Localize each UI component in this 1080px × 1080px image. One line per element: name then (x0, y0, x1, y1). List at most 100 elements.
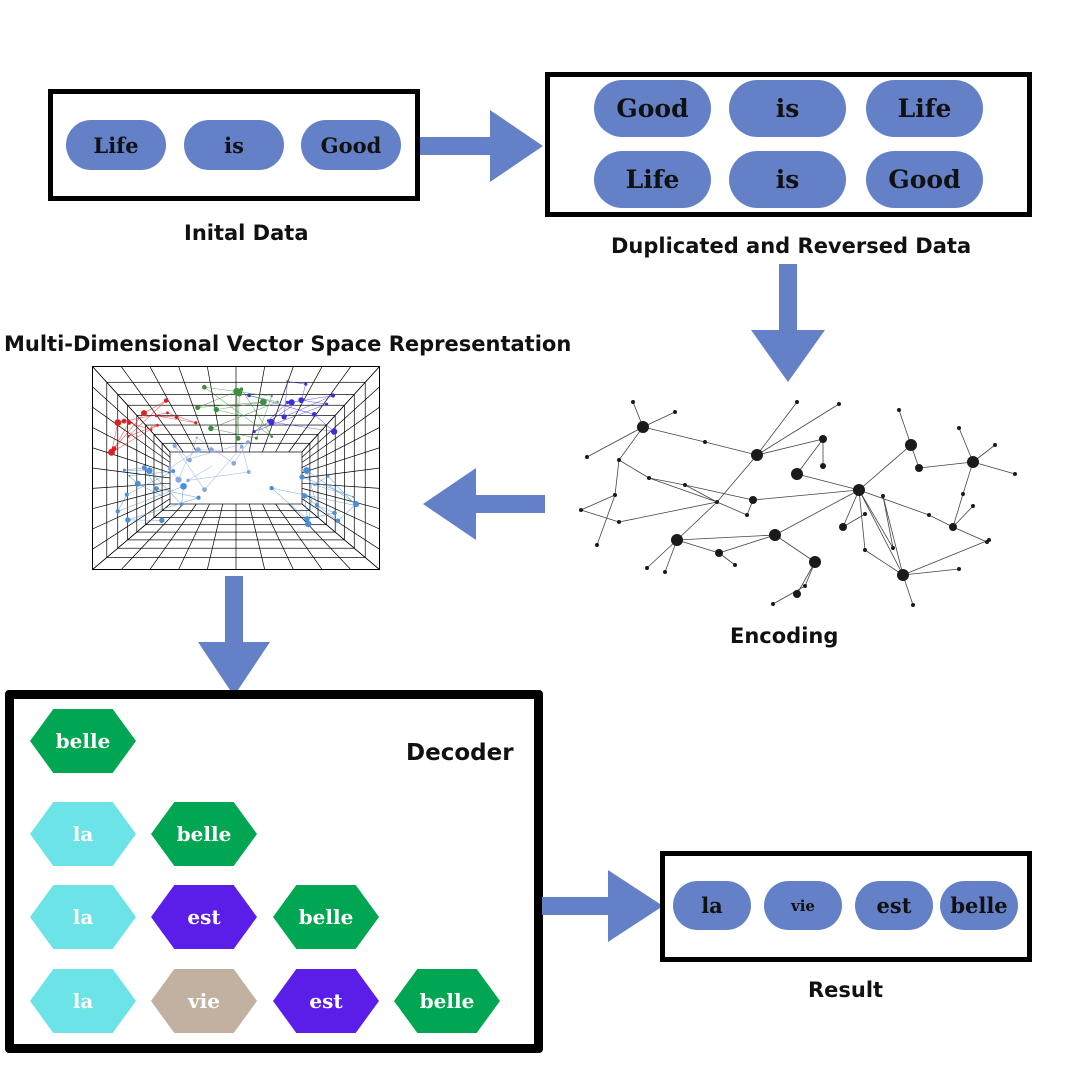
network-node (927, 513, 931, 517)
vector-point (235, 435, 241, 441)
network-node (971, 504, 975, 508)
vector-link (117, 485, 184, 512)
network-node (715, 549, 723, 557)
vector-link (187, 465, 213, 481)
network-edge (858, 489, 894, 549)
network-edge (684, 484, 718, 503)
vector-link (181, 486, 184, 505)
network-edge (676, 501, 718, 541)
vector-link (126, 470, 174, 495)
vector-link (174, 445, 190, 461)
arrow-down-1 (751, 264, 825, 382)
network-edge (858, 489, 866, 551)
decoder-token-vie: vie (151, 969, 257, 1033)
network-node (967, 456, 979, 468)
grid-line (301, 366, 380, 453)
vector-link (271, 487, 308, 520)
network-edge (882, 495, 904, 576)
grid-line (262, 503, 294, 570)
vector-link (283, 395, 334, 418)
grid-line (92, 482, 171, 489)
vector-link (314, 484, 354, 498)
network-node (957, 567, 961, 571)
network-edge (704, 441, 758, 456)
network-edge (952, 526, 988, 543)
network-node (771, 602, 775, 606)
network-edge (902, 539, 990, 576)
vector-point (108, 448, 115, 456)
vector-link (197, 391, 237, 408)
network-node (663, 570, 667, 574)
network-node (769, 529, 781, 541)
vector-link (137, 483, 163, 497)
vector-point (254, 436, 259, 440)
network-edge (614, 459, 620, 496)
network-node (595, 543, 599, 547)
network-edge (642, 426, 706, 443)
vector-link (169, 468, 179, 480)
network-node (749, 496, 757, 504)
vector-link (314, 475, 329, 486)
vector-point (239, 387, 243, 392)
network-node (745, 513, 749, 517)
vector-link (111, 422, 119, 453)
network-node (751, 449, 763, 461)
decoder-token-belle: belle (151, 802, 257, 866)
grid-ring (153, 433, 319, 518)
network-edge (952, 505, 974, 528)
network-edge (898, 409, 912, 446)
vector-link (174, 445, 205, 490)
vector-link (291, 395, 334, 403)
grid-line (120, 366, 184, 453)
vector-link (239, 393, 278, 403)
vector-link (124, 467, 145, 471)
grid-line (301, 467, 380, 479)
decoder-token-la: la (30, 885, 136, 949)
encoding-network-graph (579, 400, 1017, 607)
grid-line (301, 426, 380, 468)
network-node (671, 534, 683, 546)
network-edge (858, 489, 930, 516)
vector-link (111, 424, 158, 453)
result-caption: Result (808, 978, 884, 1002)
network-edge (772, 585, 806, 605)
network-edge (756, 438, 824, 456)
grid-line (149, 503, 197, 570)
vector-space-caption: Multi-Dimensional Vector Space Represent… (4, 332, 572, 356)
vector-link (241, 446, 249, 473)
grid-line (301, 498, 380, 550)
vector-link (144, 467, 157, 489)
vector-link (237, 393, 240, 439)
grid-line (149, 366, 197, 453)
vector-link (216, 409, 243, 417)
vector-point (115, 509, 120, 514)
network-node (891, 546, 895, 550)
grid-line (288, 366, 352, 453)
network-edge (596, 494, 616, 546)
network-node (613, 493, 617, 497)
duplicated-word-pill: is (729, 151, 846, 208)
decoder-token-la: la (30, 802, 136, 866)
vector-link (301, 476, 354, 498)
result-word-pill: est (855, 881, 933, 930)
vector-link (233, 442, 249, 464)
arrow-right-1 (420, 110, 543, 182)
network-node (897, 569, 909, 581)
vector-link (169, 449, 199, 469)
network-node (949, 523, 957, 531)
vector-point (270, 395, 273, 398)
vector-link (156, 415, 196, 424)
vector-link (306, 470, 318, 506)
decoder-token-belle: belle (30, 709, 136, 773)
vector-point (186, 478, 190, 483)
vector-point (299, 474, 305, 480)
network-node (1013, 472, 1017, 476)
network-node (853, 484, 865, 496)
network-edge (646, 539, 678, 569)
network-edge (648, 477, 686, 486)
network-edge (676, 534, 776, 541)
vector-point (202, 487, 207, 493)
vector-link (204, 446, 242, 490)
network-node (819, 435, 827, 443)
vector-link (149, 470, 182, 505)
